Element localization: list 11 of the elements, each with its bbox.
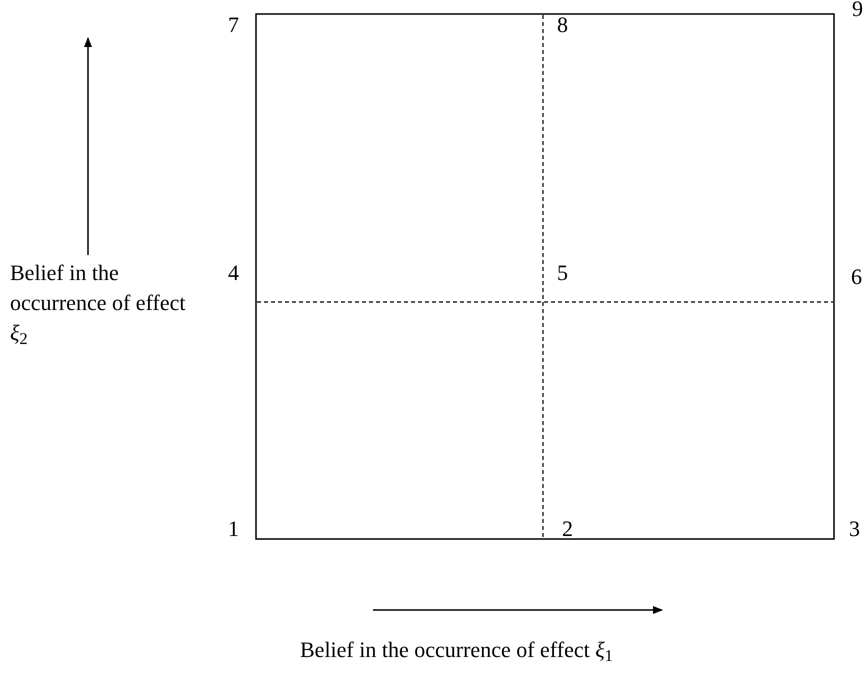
grid-point-number: 8 <box>557 11 568 39</box>
grid-point-number: 3 <box>849 515 860 543</box>
axis-label: Belief in the occurrence of effect ξ$_{1}$ <box>300 636 614 665</box>
grid-point-number: 4 <box>228 259 239 287</box>
grid-point-number: 6 <box>851 263 862 291</box>
grid-point-number: 9 <box>852 0 863 23</box>
grid-point-number: 1 <box>228 515 239 543</box>
axis-label: Belief in the occurrence of effect ξ$_{2}$ <box>10 259 186 348</box>
grid-point-number: 7 <box>228 11 239 39</box>
grid-point-number: 5 <box>557 259 568 287</box>
grid-point-number: 2 <box>562 515 573 543</box>
